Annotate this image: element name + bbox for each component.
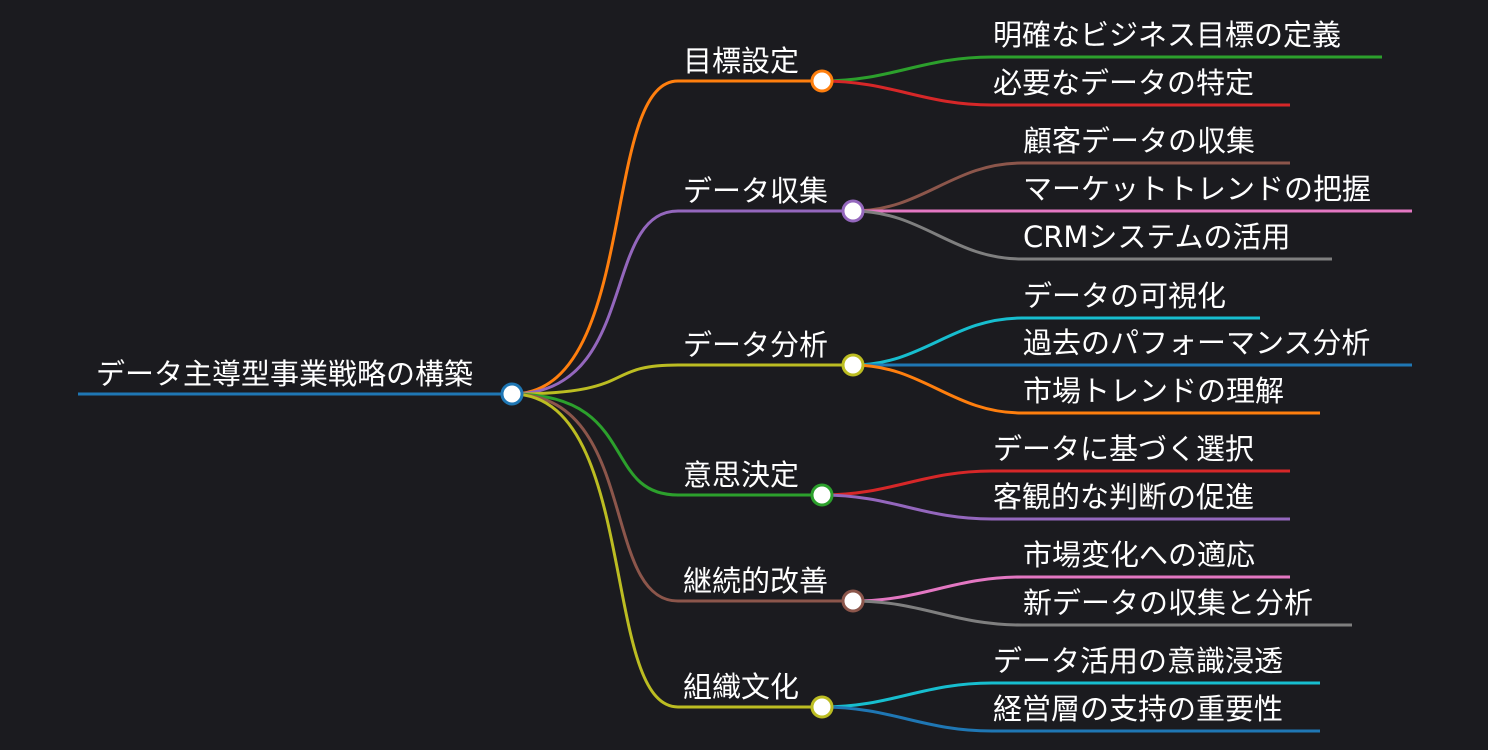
leaf-node-label: 顧客データの収集	[1023, 124, 1255, 158]
leaf-edge	[821, 55, 1382, 83]
leaf-edge	[821, 469, 1290, 497]
root-node-label: データ主導型事業戦略の構築	[96, 357, 473, 391]
branch-node-dot[interactable]	[841, 589, 865, 613]
leaf-edge	[852, 316, 1260, 367]
edge-layer	[511, 55, 1412, 733]
branch-node-label: 意思決定	[683, 458, 799, 492]
leaf-edge	[821, 681, 1320, 709]
leaf-edge	[852, 209, 1332, 261]
branch-node-label: 継続的改善	[683, 564, 828, 598]
branch-node-label: 目標設定	[683, 44, 799, 78]
leaf-node-label: 経営層の支持の重要性	[993, 692, 1283, 726]
leaf-node-label: データ活用の意識浸透	[993, 644, 1283, 678]
branch-edge	[511, 392, 853, 603]
branch-node-label: 組織文化	[683, 670, 799, 704]
branch-node-label: データ分析	[683, 328, 828, 362]
leaf-node-label: 市場トレンドの理解	[1023, 374, 1284, 408]
leaf-node-label: CRMシステムの活用	[1023, 220, 1291, 254]
root-node-dot[interactable]	[500, 382, 524, 406]
leaf-node-label: データに基づく選択	[993, 432, 1254, 466]
leaf-edge	[852, 575, 1290, 603]
branch-edge	[511, 363, 853, 396]
branch-node-dot[interactable]	[810, 483, 834, 507]
branch-edge	[511, 79, 822, 396]
leaf-node-label: 新データの収集と分析	[1023, 586, 1313, 620]
leaf-edge	[821, 79, 1290, 107]
branch-node-label: データ収集	[683, 174, 828, 208]
leaf-edge	[852, 363, 1320, 415]
branch-node-dot[interactable]	[841, 353, 865, 377]
leaf-node-label: 客観的な判断の促進	[993, 480, 1254, 514]
leaf-node-label: マーケットトレンドの把握	[1023, 172, 1371, 206]
leaf-node-label: 明確なビジネス目標の定義	[993, 18, 1341, 52]
leaf-node-label: データの可視化	[1023, 279, 1226, 313]
leaf-edge	[852, 599, 1352, 627]
label-layer: データ主導型事業戦略の構築目標設定明確なビジネス目標の定義必要なデータの特定デー…	[96, 18, 1371, 726]
branch-node-dot[interactable]	[841, 199, 865, 223]
leaf-edge	[821, 493, 1290, 521]
branch-edge	[511, 392, 822, 709]
leaf-edge	[852, 161, 1290, 213]
branch-node-dot[interactable]	[810, 695, 834, 719]
leaf-edge	[821, 705, 1320, 733]
node-dot-layer	[500, 69, 865, 719]
leaf-node-label: 市場変化への適応	[1023, 538, 1255, 572]
leaf-node-label: 過去のパフォーマンス分析	[1023, 326, 1370, 360]
branch-edge	[511, 209, 853, 396]
leaf-node-label: 必要なデータの特定	[993, 66, 1254, 100]
branch-node-dot[interactable]	[810, 69, 834, 93]
branch-edge	[511, 392, 822, 497]
